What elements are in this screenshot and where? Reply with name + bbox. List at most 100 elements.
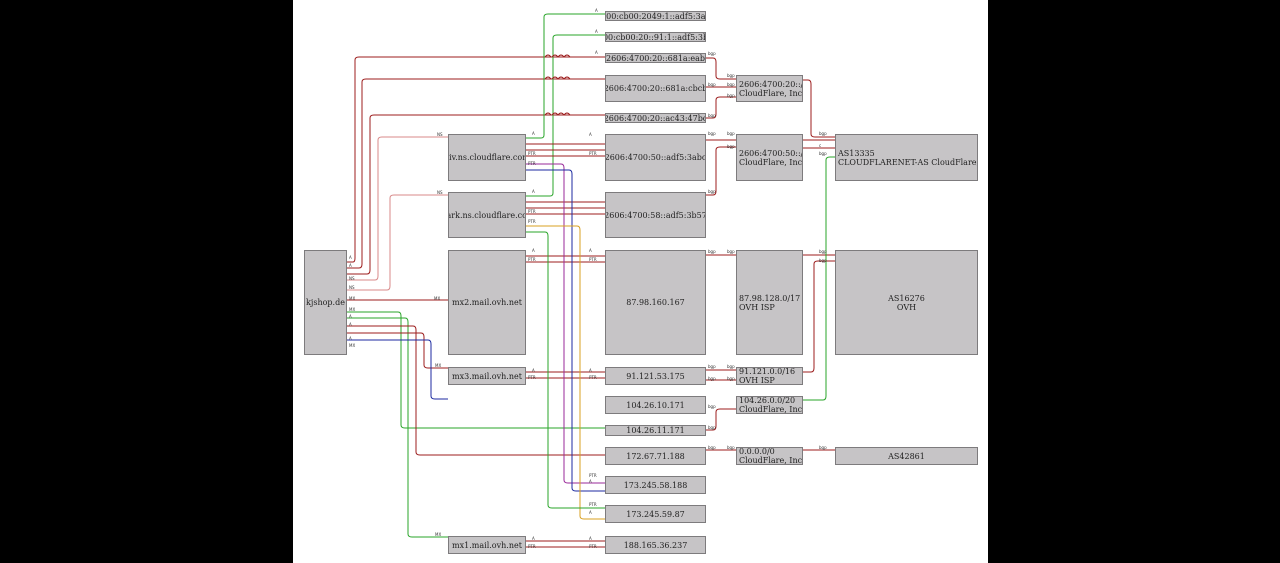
edge-label: A bbox=[595, 50, 598, 55]
edge-label: bgp bbox=[727, 249, 735, 254]
edge-label: NS bbox=[349, 285, 355, 290]
edge-34 bbox=[551, 76, 559, 80]
edge-12 bbox=[526, 13, 605, 139]
node-prefix-ovh-91[interactable]: 91.121.0.0/16 OVH ISP bbox=[736, 367, 803, 385]
edge-3 bbox=[347, 114, 605, 275]
edge-label: A bbox=[589, 536, 592, 541]
edge-label: MX bbox=[349, 296, 356, 301]
node-as-cloudflare[interactable]: AS13335 CLOUDFLARENET-AS CloudFlare, Inc… bbox=[835, 134, 978, 181]
edge-label: A bbox=[532, 248, 535, 253]
node-prefix-cf-104[interactable]: 104.26.0.0/20 CloudFlare, Inc. bbox=[736, 396, 803, 414]
edge-label: bgp bbox=[708, 249, 716, 254]
edge-label: A bbox=[532, 536, 535, 541]
edge-4 bbox=[347, 136, 448, 281]
node-ip4-4[interactable]: 104.26.11.171 bbox=[605, 425, 706, 436]
edge-label: bgp bbox=[727, 376, 735, 381]
node-ip4-8[interactable]: 188.165.36.237 bbox=[605, 536, 706, 554]
edge-label: PTR bbox=[589, 544, 597, 549]
edge-32 bbox=[544, 112, 552, 116]
node-ip6-6[interactable]: 2606:4700:50::adf5:3abc bbox=[605, 134, 706, 181]
edge-label: NS bbox=[349, 276, 355, 281]
edge-label: bgp bbox=[819, 151, 827, 156]
node-ip4-1[interactable]: 87.98.160.167 bbox=[605, 250, 706, 355]
edge-5 bbox=[347, 194, 448, 291]
node-ns-clark[interactable]: clark.ns.cloudflare.com bbox=[448, 192, 526, 238]
edge-2 bbox=[347, 78, 605, 269]
edge-label: A bbox=[589, 510, 592, 515]
edge-label: PTR bbox=[589, 473, 597, 478]
node-domain[interactable]: kjshop.de bbox=[304, 250, 347, 355]
edge-42 bbox=[706, 57, 736, 80]
edge-label: bgp bbox=[819, 445, 827, 450]
edge-39 bbox=[563, 54, 571, 58]
edges-layer bbox=[347, 13, 835, 548]
edge-label: bgp bbox=[727, 445, 735, 450]
edge-label: bgp bbox=[727, 82, 735, 87]
node-mx1[interactable]: mx1.mail.ovh.net bbox=[448, 536, 526, 554]
edge-1 bbox=[347, 56, 605, 263]
edge-label: bgp bbox=[708, 131, 716, 136]
edge-57 bbox=[803, 156, 835, 401]
edge-label: bgp bbox=[727, 131, 735, 136]
edge-label: PTR bbox=[528, 219, 536, 224]
edge-label: A bbox=[532, 189, 535, 194]
edge-label: bgp bbox=[727, 73, 735, 78]
edge-label: c bbox=[819, 143, 822, 148]
node-as-42861[interactable]: AS42861 bbox=[835, 447, 978, 465]
edge-label: bgp bbox=[819, 258, 827, 263]
node-ip4-7[interactable]: 173.245.59.87 bbox=[605, 505, 706, 523]
edge-label: bgp bbox=[708, 404, 716, 409]
edge-label: A bbox=[349, 263, 352, 268]
edge-label: bgp bbox=[727, 93, 735, 98]
node-ip6-4[interactable]: 2606:4700:20::681a:cbcb bbox=[605, 75, 706, 102]
node-ip6-5[interactable]: 2606:4700:20::ac43:47bc bbox=[605, 113, 706, 123]
edge-46 bbox=[706, 146, 736, 196]
edge-label: PTR bbox=[528, 151, 536, 156]
edge-label: MX bbox=[435, 363, 442, 368]
edge-label: A bbox=[589, 479, 592, 484]
edge-label: bgp bbox=[708, 51, 716, 56]
edge-label: A bbox=[589, 248, 592, 253]
node-prefix-cf-50[interactable]: 2606:4700:50::/44 CloudFlare, Inc. bbox=[736, 134, 803, 181]
edge-26 bbox=[526, 163, 605, 484]
node-ip6-3[interactable]: 2606:4700:20::681a:eab bbox=[605, 53, 706, 63]
edge-label: PTR bbox=[589, 151, 597, 156]
node-ip4-2[interactable]: 91.121.53.175 bbox=[605, 367, 706, 385]
edge-label: PTR bbox=[528, 375, 536, 380]
node-as-ovh[interactable]: AS16276 OVH bbox=[835, 250, 978, 355]
node-ip4-6[interactable]: 173.245.58.188 bbox=[605, 476, 706, 494]
node-ip6-2[interactable]: 2400:cb00:20::91:1::adf5:3b57 bbox=[605, 32, 706, 42]
edge-label: A bbox=[595, 29, 598, 34]
edge-label: bgp bbox=[819, 131, 827, 136]
node-prefix-cf-default[interactable]: 0.0.0.0/0 CloudFlare, Inc. bbox=[736, 447, 803, 465]
edge-28 bbox=[526, 225, 605, 520]
node-ip6-1[interactable]: 2400:cb00:2049:1::adf5:3abc bbox=[605, 11, 706, 21]
node-prefix-cf-20[interactable]: 2606:4700:20::/44 CloudFlare, Inc. bbox=[736, 75, 803, 102]
edge-label: A bbox=[349, 322, 352, 327]
edge-label: bgp bbox=[708, 425, 716, 430]
edge-label: bgp bbox=[727, 364, 735, 369]
edge-label: bgp bbox=[708, 376, 716, 381]
node-mx2[interactable]: mx2.mail.ovh.net bbox=[448, 250, 526, 355]
edge-label: MX bbox=[435, 532, 442, 537]
edge-label: PTR bbox=[528, 544, 536, 549]
edge-31 bbox=[544, 76, 552, 80]
node-ip4-3[interactable]: 104.26.10.171 bbox=[605, 396, 706, 414]
edge-7 bbox=[347, 311, 605, 429]
edge-label: bgp bbox=[708, 364, 716, 369]
node-mx3[interactable]: mx3.mail.ovh.net bbox=[448, 367, 526, 385]
edge-27 bbox=[526, 169, 605, 492]
node-ns-kiv[interactable]: kiv.ns.cloudflare.com bbox=[448, 134, 526, 181]
edge-label: A bbox=[589, 132, 592, 137]
edge-label: NS bbox=[437, 190, 443, 195]
node-ip4-5[interactable]: 172.67.71.188 bbox=[605, 447, 706, 465]
edge-label: MX bbox=[349, 343, 356, 348]
node-prefix-ovh-87[interactable]: 87.98.128.0/17 OVH ISP bbox=[736, 250, 803, 355]
node-ip6-7[interactable]: 2606:4700:58::adf5:3b57 bbox=[605, 192, 706, 238]
edge-label: A bbox=[349, 255, 352, 260]
edge-37 bbox=[557, 76, 565, 80]
edge-10 bbox=[347, 332, 448, 369]
edge-label: bgp bbox=[708, 189, 716, 194]
edge-41 bbox=[563, 112, 571, 116]
edge-label: A bbox=[349, 336, 352, 341]
